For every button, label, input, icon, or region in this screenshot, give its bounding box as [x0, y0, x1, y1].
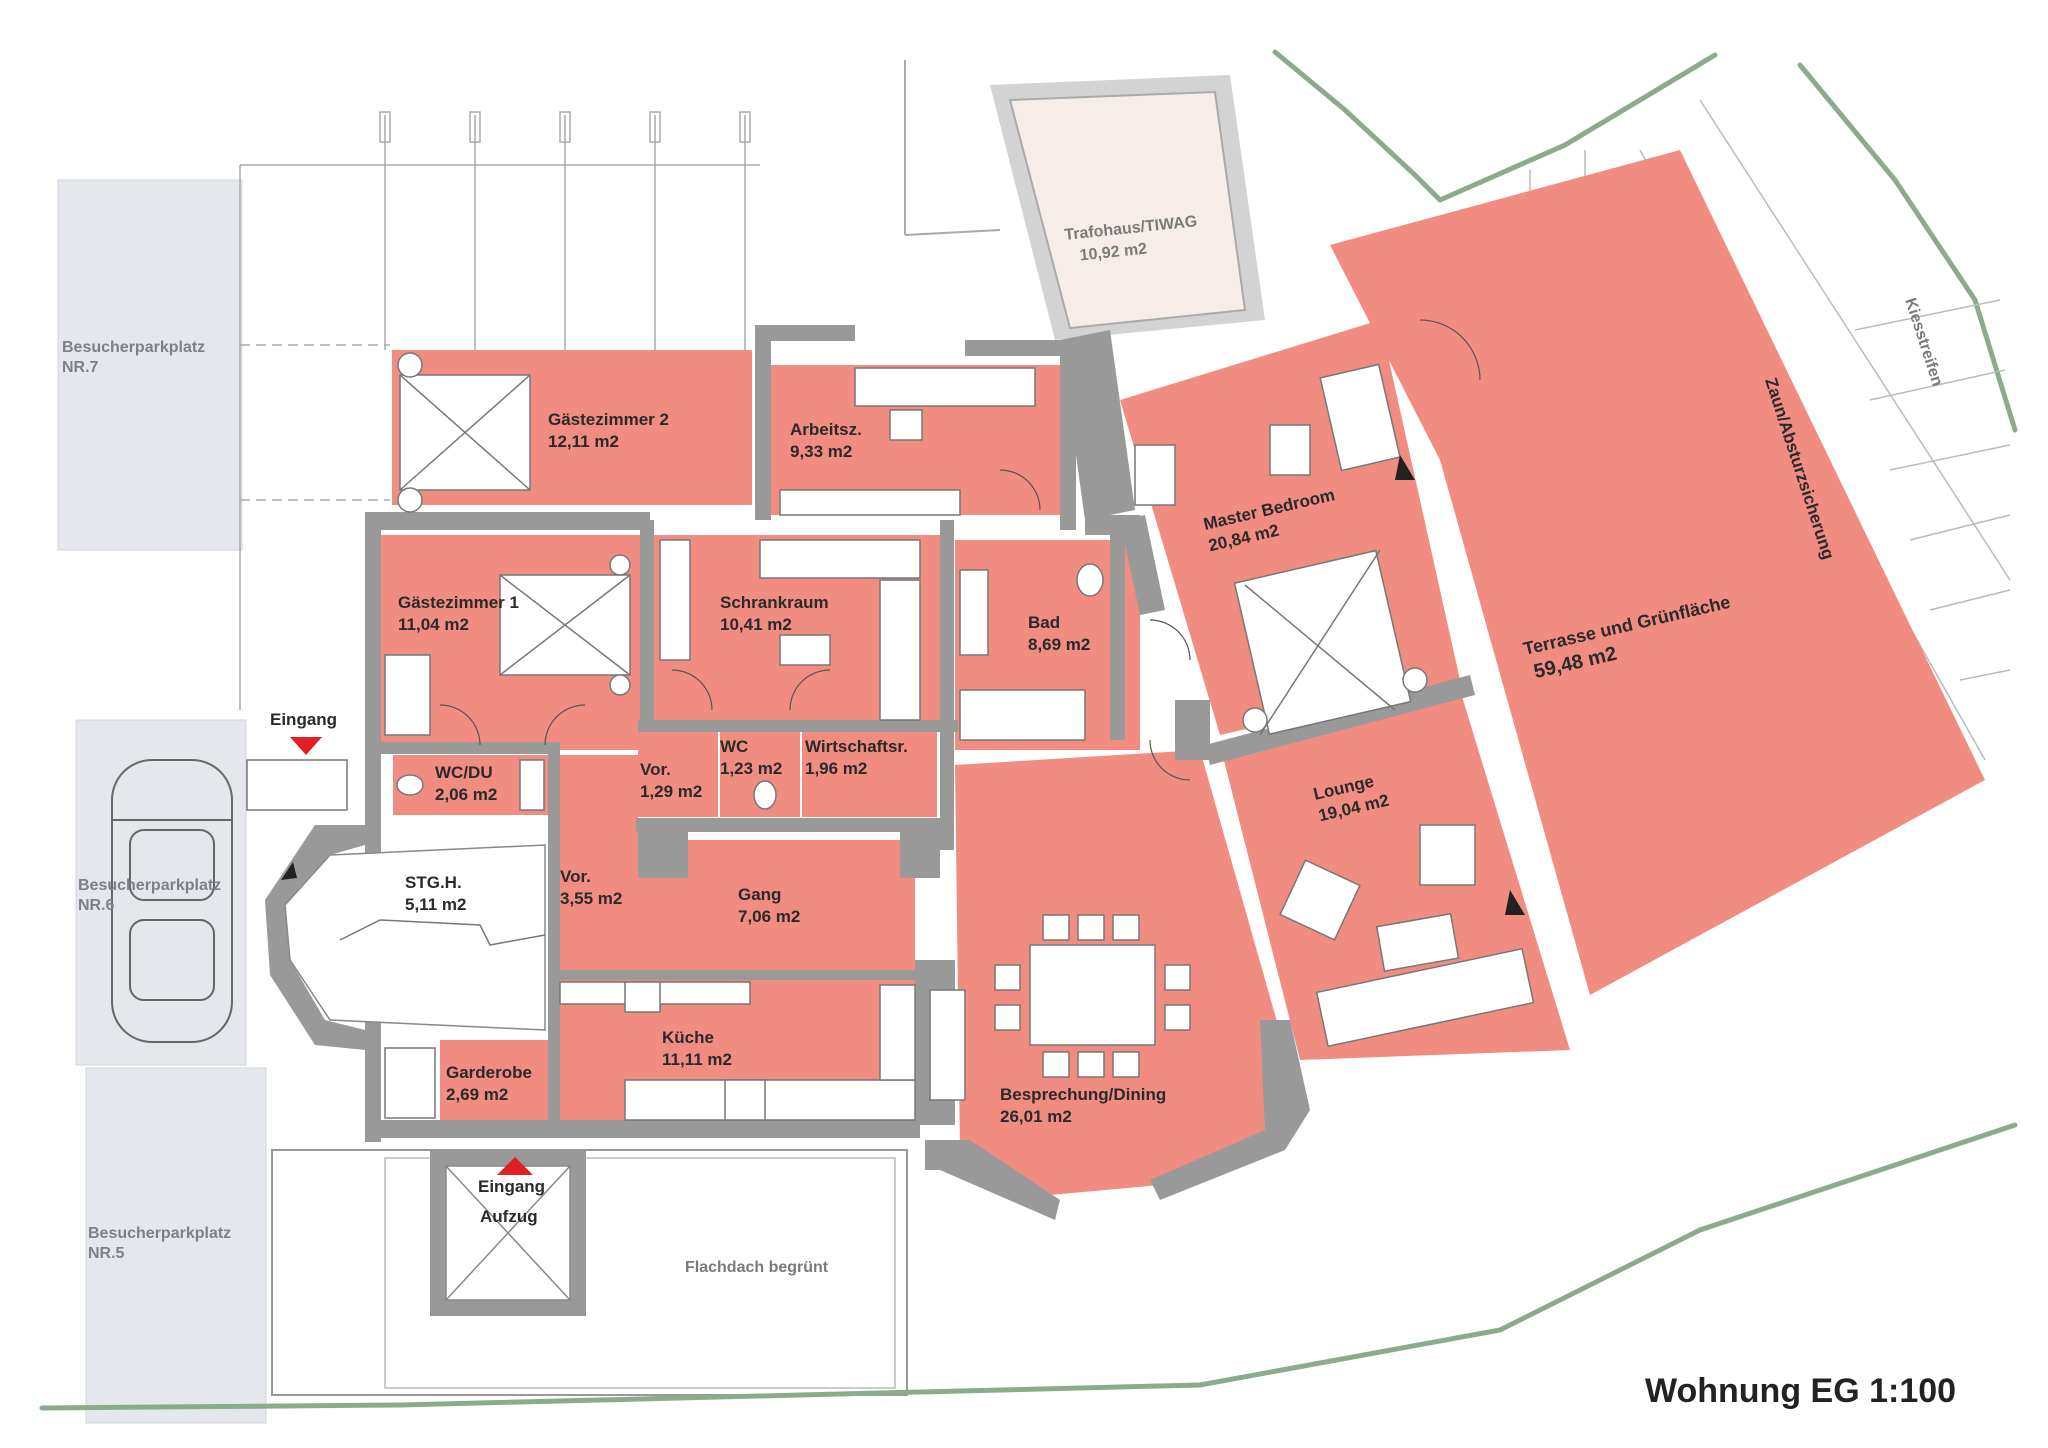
room-name-gaestezimmer-1: Gästezimmer 1	[398, 593, 519, 612]
entry-arrow-stair	[281, 862, 297, 880]
room-name-garderobe: Garderobe	[446, 1063, 532, 1082]
dining-table	[1029, 944, 1156, 1046]
terrasse-area	[1330, 150, 1985, 995]
bed-master	[1233, 549, 1412, 736]
room-name-wc: WC	[720, 737, 748, 756]
room-area-gang: 7,06 m2	[738, 907, 800, 926]
lounge-sofa	[1315, 947, 1535, 1048]
parking-number-7: NR.7	[62, 359, 99, 376]
room-name-vor-2: Vor.	[560, 867, 591, 886]
room-area-vor-1: 1,29 m2	[640, 782, 702, 801]
room-area-gaestezimmer-1: 11,04 m2	[398, 615, 469, 634]
flachdach-label: Flachdach begrünt	[685, 1259, 829, 1276]
room-name-schrankraum: Schrankraum	[720, 593, 829, 612]
garderobe-area	[440, 1040, 562, 1125]
walls	[265, 325, 1475, 1316]
room-name-vor-1: Vor.	[640, 760, 671, 779]
entry-arrow-bedroom	[1395, 455, 1415, 480]
room-area-wc-du: 2,06 m2	[435, 785, 497, 804]
room-name-wirtschaftsr: Wirtschaftsr.	[805, 737, 908, 756]
core-rooms	[284, 844, 571, 1301]
room-area-stgh: 5,11 m2	[405, 895, 466, 914]
room-area-arbeitsz: 9,33 m2	[790, 442, 852, 461]
stair-hall	[284, 844, 546, 1031]
parking-space-7	[57, 179, 243, 551]
site-context	[39, 49, 2018, 1424]
furniture	[246, 352, 1535, 1121]
room-area-trafohaus: 10,92 m2	[1079, 241, 1148, 265]
room-area-dining: 26,01 m2	[1000, 1107, 1072, 1126]
eingang-label-west: Eingang	[270, 710, 337, 729]
parking-space-5	[85, 1067, 267, 1424]
door-swings	[439, 319, 1481, 781]
kiesstreifen-label: Kiesstreifen	[1901, 296, 1945, 388]
room-name-stgh: STG.H.	[405, 873, 462, 892]
parking-label-6: Besucherparkplatz	[78, 877, 221, 894]
room-area-gaestezimmer-2: 12,11 m2	[548, 432, 619, 451]
room-name-wc-du: WC/DU	[435, 763, 493, 782]
room-name-arbeitsz: Arbeitsz.	[790, 420, 862, 439]
parking-number-6: NR.6	[78, 897, 115, 914]
entry-arrow-lounge	[1505, 890, 1525, 915]
entrance-markers	[281, 455, 1525, 1175]
aufzug-label: Aufzug	[480, 1207, 538, 1226]
room-area-kueche: 11,11 m2	[662, 1050, 732, 1069]
site-boundary	[39, 49, 2018, 1411]
room-area-vor-2: 3,55 m2	[560, 889, 622, 908]
room-name-dining: Besprechung/Dining	[1000, 1085, 1166, 1104]
room-name-gang: Gang	[738, 885, 781, 904]
parking-label-7: Besucherparkplatz	[62, 339, 205, 356]
room-name-gaestezimmer-2: Gästezimmer 2	[548, 410, 669, 429]
eingang-label-south: Eingang	[478, 1177, 545, 1196]
eingang-marker-south	[497, 1157, 533, 1175]
room-area-garderobe: 2,69 m2	[446, 1085, 508, 1104]
parking-label-5: Besucherparkplatz	[88, 1225, 231, 1242]
room-area-wc: 1,23 m2	[720, 759, 782, 778]
room-area-schrankraum: 10,41 m2	[720, 615, 792, 634]
room-name-kueche: Küche	[662, 1028, 714, 1047]
room-area-wirtschaftsr: 1,96 m2	[805, 759, 867, 778]
gang-area	[560, 755, 915, 970]
room-area-bad: 8,69 m2	[1028, 635, 1090, 654]
eingang-marker-west	[290, 737, 322, 755]
parking-space-6	[75, 719, 247, 1066]
wirtschaftsr-area	[802, 725, 937, 817]
trafohaus	[904, 60, 1265, 340]
room-name-bad: Bad	[1028, 613, 1060, 632]
pergola	[239, 111, 760, 710]
vor-1-area	[638, 725, 718, 817]
flat-roof	[271, 1149, 908, 1396]
parking-number-5: NR.5	[88, 1245, 125, 1262]
car-outline	[111, 759, 233, 1043]
plan-title: Wohnung EG 1:100	[1645, 1372, 1956, 1410]
